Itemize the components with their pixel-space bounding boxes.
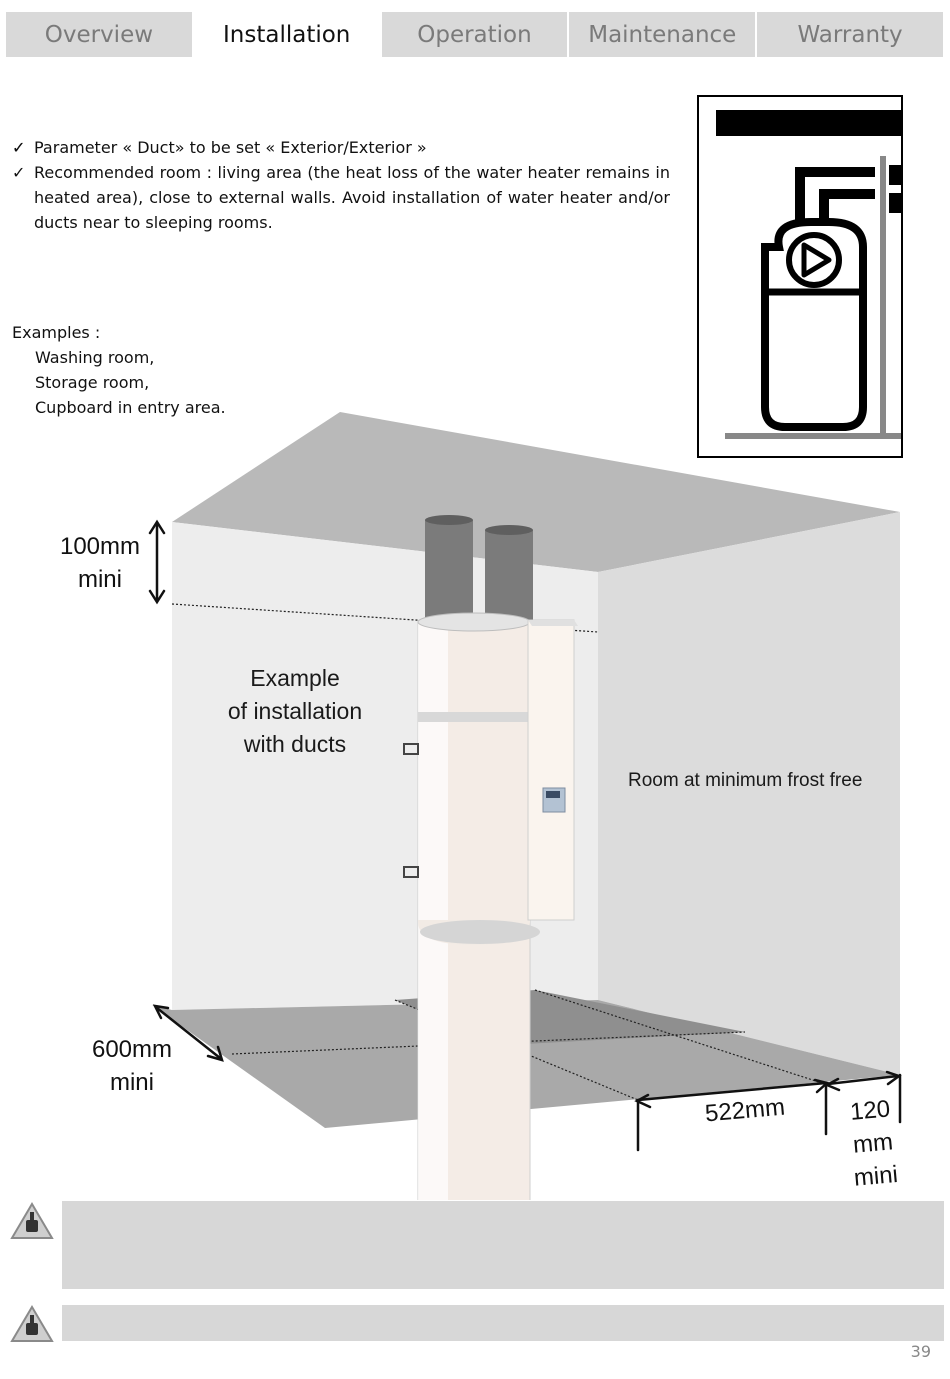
examples-block: Examples : Washing room, Storage room, C… (12, 320, 226, 420)
example-item: Storage room, (35, 373, 150, 392)
diagram-caption: Example of installation with ducts (227, 665, 363, 757)
tab-overview[interactable]: Overview (6, 12, 194, 57)
requirement-item: ✓Parameter « Duct» to be set « Exterior/… (12, 135, 670, 160)
requirement-item: ✓Recommended room : living area (the hea… (12, 160, 670, 235)
checkmark-icon: ✓ (12, 138, 26, 157)
page-number: 39 (910, 1342, 931, 1361)
right-wall (598, 512, 900, 1075)
dim-top-clearance: 100mm mini (59, 533, 141, 593)
note-box (62, 1305, 944, 1341)
ducted-heater-pictogram (697, 95, 912, 458)
checkmark-icon: ✓ (12, 138, 26, 157)
note-hand-icon (10, 1305, 54, 1343)
examples-heading: Examples : (12, 323, 101, 342)
tab-operation[interactable]: Operation (381, 12, 570, 57)
dim-side-clearance: 120 mm mini (848, 1095, 899, 1192)
note-box (62, 1201, 944, 1289)
checkmark-icon: ✓ (12, 163, 26, 182)
ceiling (172, 412, 900, 572)
tab-bar: Overview Installation Operation Maintena… (6, 12, 943, 57)
room-illustration (148, 412, 902, 1230)
installation-diagram: Example of installation with ducts Room … (0, 400, 950, 1230)
tab-maintenance[interactable]: Maintenance (569, 12, 758, 57)
water-heater-duct-icon (716, 110, 912, 439)
example-item: Washing room, (35, 348, 155, 367)
tab-installation[interactable]: Installation (193, 12, 382, 57)
note-hand-icon (10, 1202, 54, 1240)
room-frost-free-label: Room at minimum frost free (628, 770, 863, 791)
example-item: Cupboard in entry area. (35, 398, 226, 417)
tab-warranty[interactable]: Warranty (757, 12, 943, 57)
dim-front-clearance: 600mm mini (91, 1036, 173, 1096)
requirements-list: ✓ ✓Parameter « Duct» to be set « Exterio… (12, 135, 670, 235)
